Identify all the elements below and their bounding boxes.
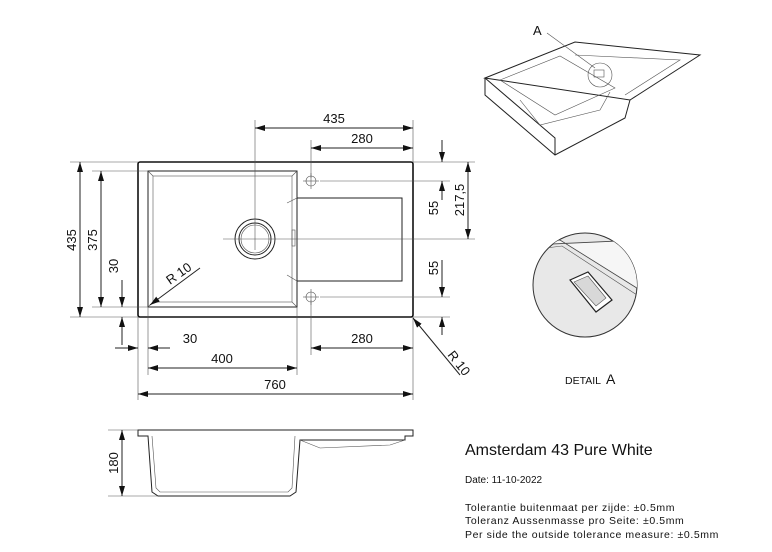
sink-side-view — [108, 429, 414, 497]
detail-label: DETAIL — [565, 375, 601, 387]
dim-bottom-bowl: 400 — [211, 351, 233, 366]
product-title: Amsterdam 43 Pure White — [465, 442, 653, 459]
dim-top-overall: 435 — [323, 111, 345, 126]
sink-outline — [137, 161, 414, 318]
drawing-date: Date: 11-10-2022 — [465, 475, 543, 486]
detail-marker: A — [533, 23, 542, 38]
dim-right-half: 217,5 — [452, 184, 467, 217]
dim-left-rim: 30 — [106, 259, 121, 273]
tolerance-de: Toleranz Aussenmasse pro Seite: ±0.5mm — [465, 515, 685, 527]
dim-left-bowl: 375 — [85, 229, 100, 251]
drainer — [297, 197, 403, 282]
sink-top-view — [137, 161, 414, 318]
dim-depth: 180 — [106, 452, 121, 474]
dim-left-overall: 435 — [64, 229, 79, 251]
detail-a-view — [532, 232, 638, 338]
dim-bottom-drainer: 280 — [351, 331, 373, 346]
dim-right-lower: 55 — [426, 261, 441, 275]
dim-top-drainer: 280 — [351, 131, 373, 146]
tolerance-nl: Tolerantie buitenmaat per zijde: ±0.5mm — [465, 502, 676, 514]
sink-3d-view — [483, 32, 702, 156]
dim-bottom-rim: 30 — [183, 331, 197, 346]
overflow-slot — [291, 229, 296, 247]
dim-right-upper: 55 — [426, 201, 441, 215]
detail-letter: A — [606, 371, 616, 387]
dim-bottom-overall: 760 — [264, 377, 286, 392]
dim-radius-outer: R 10 — [445, 348, 474, 379]
tolerance-en: Per side the outside tolerance measure: … — [465, 529, 719, 541]
